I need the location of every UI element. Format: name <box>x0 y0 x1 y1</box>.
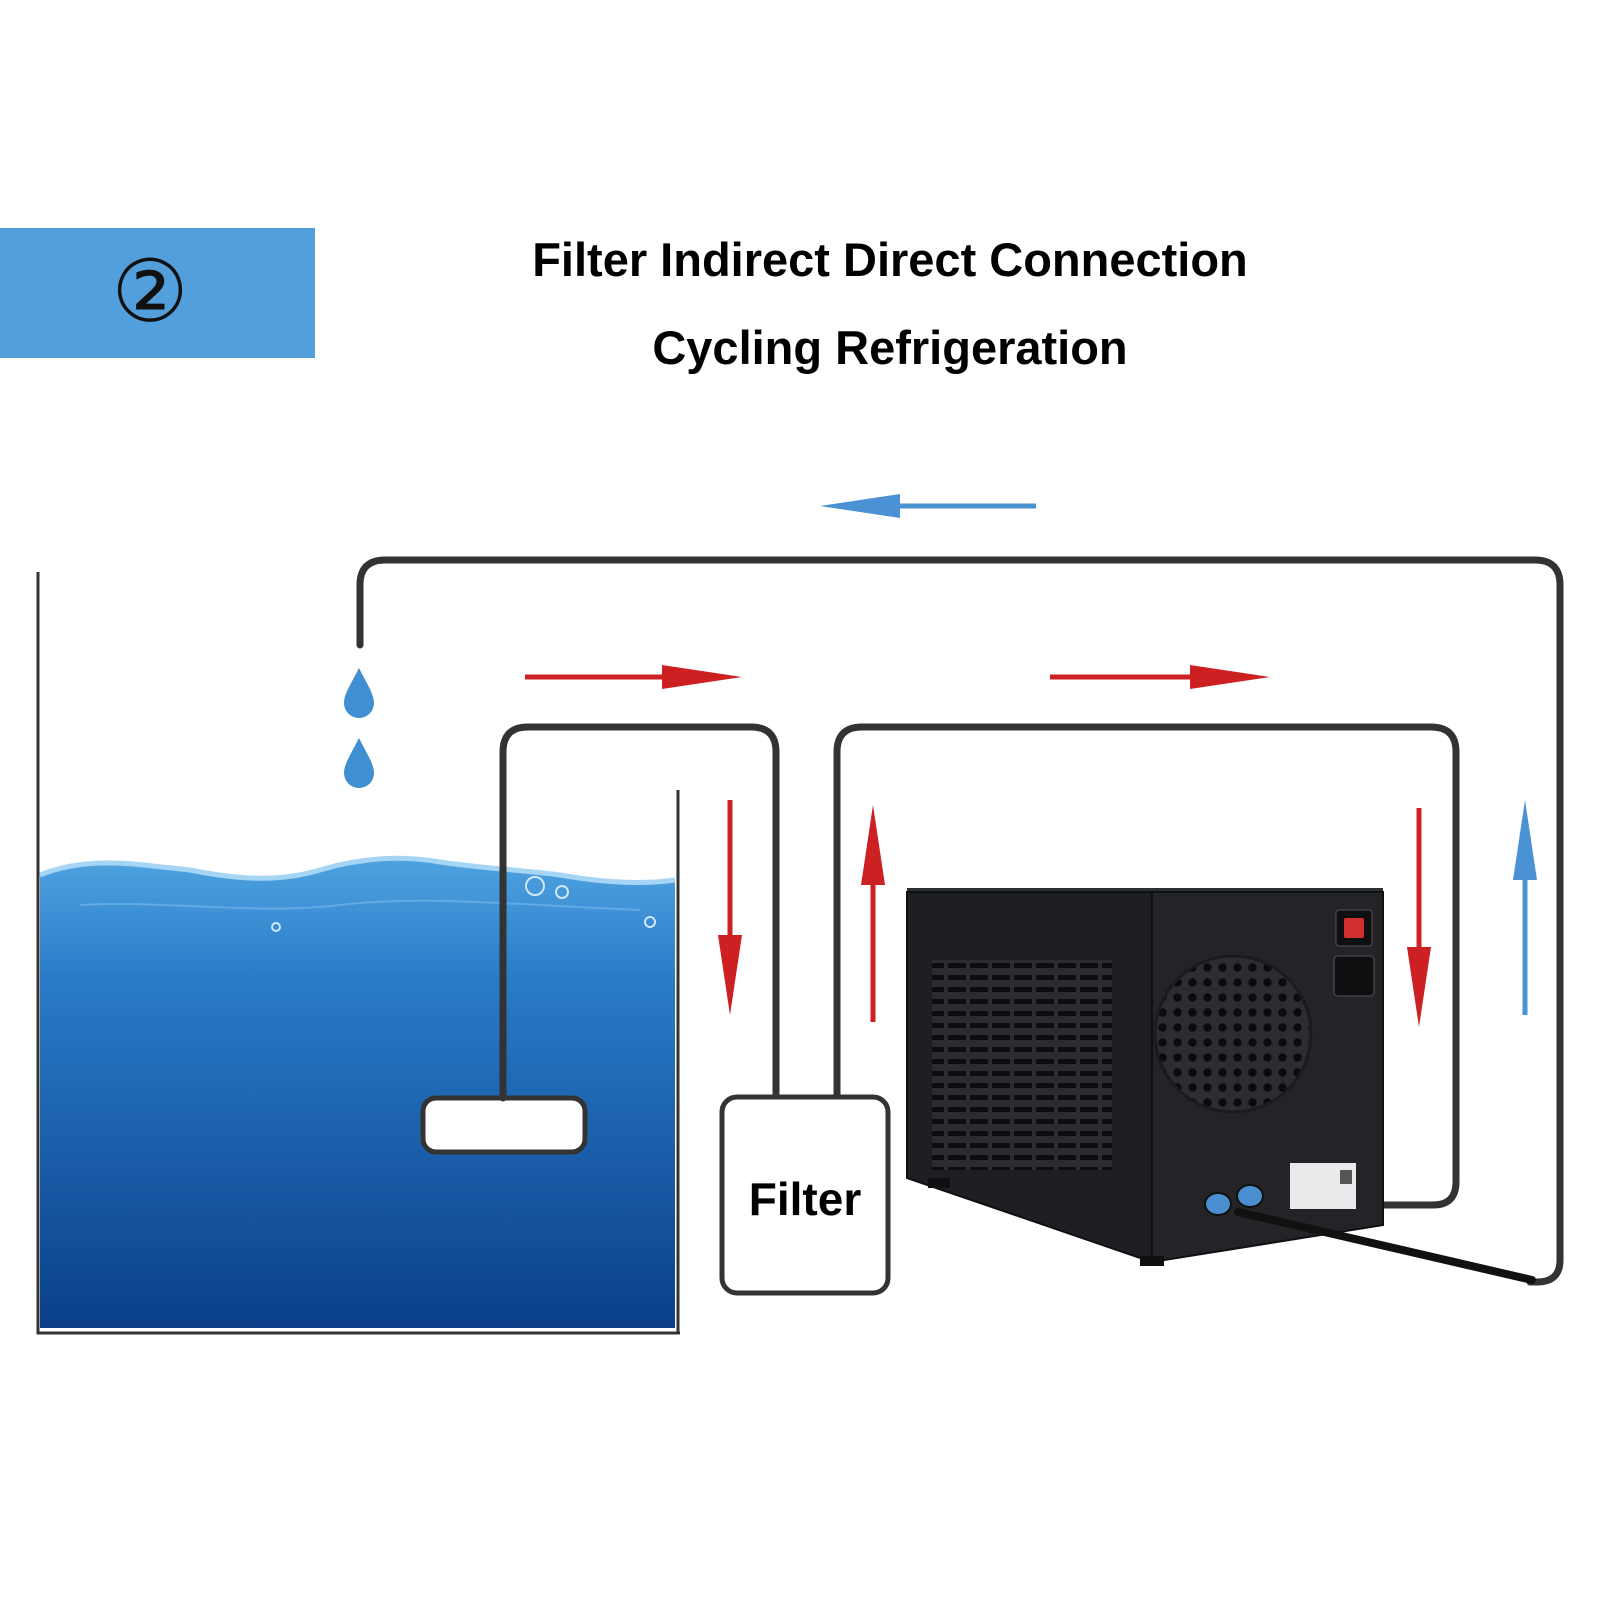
pipes <box>356 556 1564 1286</box>
chiller-unit <box>906 888 1536 1284</box>
water-bubble <box>271 922 281 932</box>
filter-to-chiller-pipe <box>833 723 1460 1209</box>
water-tank <box>36 572 680 1335</box>
tank-water <box>40 858 675 1328</box>
power-switch-rocker <box>1344 918 1364 938</box>
down-flow-arrow-to-chiller <box>1407 808 1431 1027</box>
intake-strainer <box>420 1095 588 1155</box>
return-pipe <box>356 556 1564 1286</box>
step-badge: ② <box>0 228 315 358</box>
side-vent-grill <box>932 960 1112 1170</box>
step-number: ② <box>111 242 189 342</box>
spec-label <box>1290 1163 1356 1209</box>
intake-pipe <box>499 723 780 1102</box>
flow-arrows <box>525 494 1537 1027</box>
outlet-connector <box>1236 1184 1264 1208</box>
outlet-hose <box>1234 1208 1536 1284</box>
water-bubble <box>644 916 656 928</box>
filter-box <box>719 1094 891 1296</box>
up-flow-arrow-from-filter <box>861 805 885 1022</box>
water-bubble <box>525 876 545 896</box>
output-flow-arrow <box>1050 665 1270 689</box>
diagram-title-line-2: Cycling Refrigeration <box>652 321 1128 374</box>
spec-qr-code <box>1340 1170 1352 1184</box>
water-bubble <box>555 885 569 899</box>
inlet-connector <box>1204 1192 1232 1216</box>
water-surface-foam <box>39 855 676 885</box>
diagram-title-line-1: Filter Indirect Direct Connection <box>532 233 1248 286</box>
droplet-icon <box>344 738 374 788</box>
droplet-icon <box>344 668 374 718</box>
tank-wall-left <box>36 572 680 1335</box>
down-flow-arrow-to-filter <box>718 800 742 1015</box>
return-flow-arrow <box>820 494 1036 518</box>
water-droplets <box>344 668 374 788</box>
filter-label: Filter <box>748 1173 862 1225</box>
intake-flow-arrow <box>525 665 742 689</box>
water-ripple <box>79 899 641 911</box>
chiller-foot <box>928 1178 950 1188</box>
chiller-foot <box>1140 1256 1164 1266</box>
power-socket <box>1333 955 1375 997</box>
fan-grill <box>1153 954 1313 1114</box>
up-flow-arrow-return <box>1513 800 1537 1015</box>
